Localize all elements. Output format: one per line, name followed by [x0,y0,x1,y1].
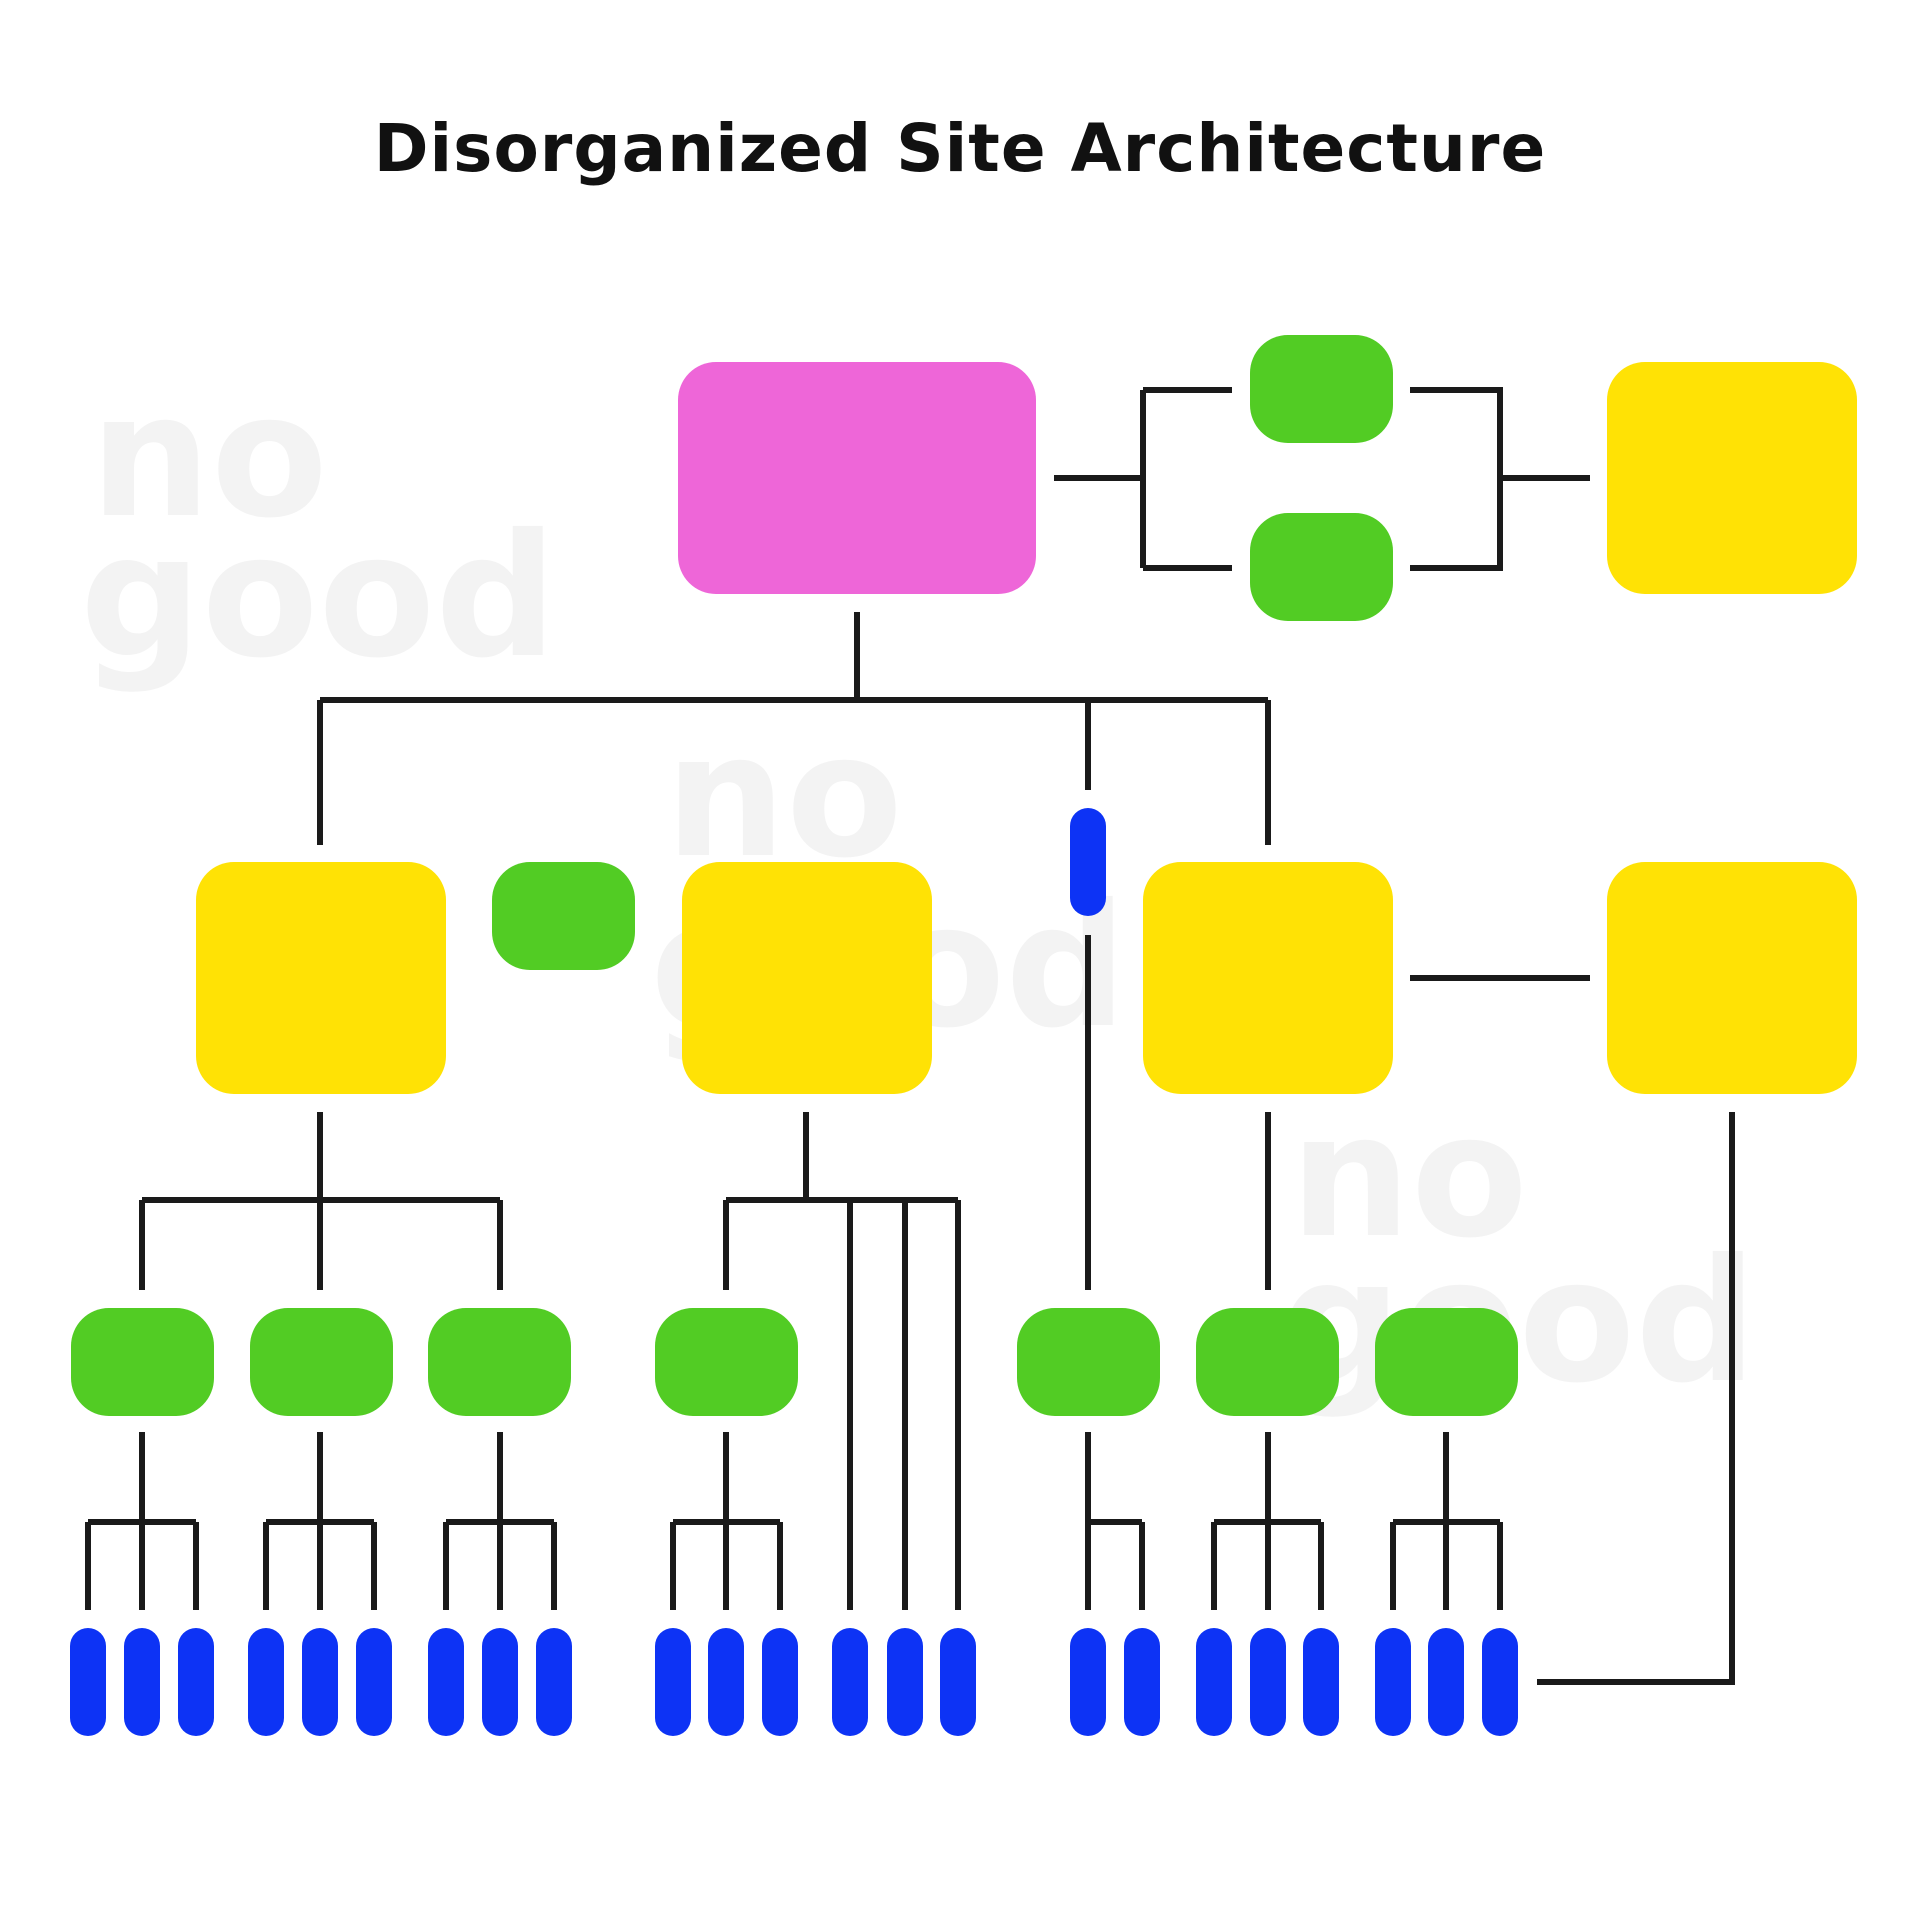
category-box-top-right [1607,362,1857,594]
page-pill-12 [762,1628,798,1736]
subcategory-box-level3-4 [655,1308,798,1416]
page-pill-orphan [1070,808,1106,916]
connector-category4-to-page [1537,1112,1735,1685]
page-pill-2 [124,1628,160,1736]
connector-side-subcategories-to-category [1410,387,1590,571]
watermark-logo-1: no good [80,358,557,696]
fan-subcategory-6 [1211,1432,1324,1610]
subcategory-box-floating [492,862,635,970]
page-pill-1 [70,1628,106,1736]
page-pill-10 [655,1628,691,1736]
page-pill-15 [940,1628,976,1736]
category-box-2 [682,862,932,1094]
connector-lines [85,387,1735,1685]
subcategory-box-level3-1 [71,1308,214,1416]
page-pill-11 [708,1628,744,1736]
homepage-box [678,362,1036,594]
svg-text:good: good [1280,1223,1757,1421]
connector-home-to-side-subcategories [1054,387,1232,571]
svg-text:no: no [90,358,328,556]
svg-text:no: no [1290,1078,1528,1276]
connector-category1-to-subcategories [139,1112,503,1290]
subcategory-box-level3-5 [1017,1308,1160,1416]
page-pill-19 [1250,1628,1286,1736]
page-pill-4 [248,1628,284,1736]
watermark-logo-3: no good [1280,1078,1757,1421]
page-pill-6 [356,1628,392,1736]
page-pill-3 [178,1628,214,1736]
page-pill-23 [1482,1628,1518,1736]
subcategory-box-level3-3 [428,1308,571,1416]
subcategory-box-level3-7 [1375,1308,1518,1416]
nodes [70,335,1857,1736]
category-box-4 [1607,862,1857,1094]
fan-subcategory-3 [443,1432,557,1610]
category-box-1 [196,862,446,1094]
fan-subcategory-2 [263,1432,377,1610]
fan-subcategory-4 [670,1432,783,1610]
page-pill-20 [1303,1628,1339,1736]
page-pill-9 [536,1628,572,1736]
page-pill-8 [482,1628,518,1736]
subcategory-box-bottom [1250,513,1393,621]
page-pill-13 [832,1628,868,1736]
page-pill-22 [1428,1628,1464,1736]
page-pill-14 [887,1628,923,1736]
page-pill-16 [1070,1628,1106,1736]
diagram-title: Disorganized Site Architecture [373,110,1547,187]
page-pill-21 [1375,1628,1411,1736]
page-pill-7 [428,1628,464,1736]
subcategory-box-top [1250,335,1393,443]
fan-subcategory-1 [85,1432,199,1610]
page-pill-5 [302,1628,338,1736]
subcategory-box-level3-2 [250,1308,393,1416]
svg-text:good: good [80,498,557,696]
connector-home-to-categories [317,612,1271,845]
page-pill-18 [1196,1628,1232,1736]
fan-subcategory-7 [1390,1432,1503,1610]
category-box-3 [1143,862,1393,1094]
fan-subcategory-5 [1085,1432,1145,1610]
page-pill-17 [1124,1628,1160,1736]
connector-category2-to-children [723,1112,961,1610]
subcategory-box-level3-6 [1196,1308,1339,1416]
